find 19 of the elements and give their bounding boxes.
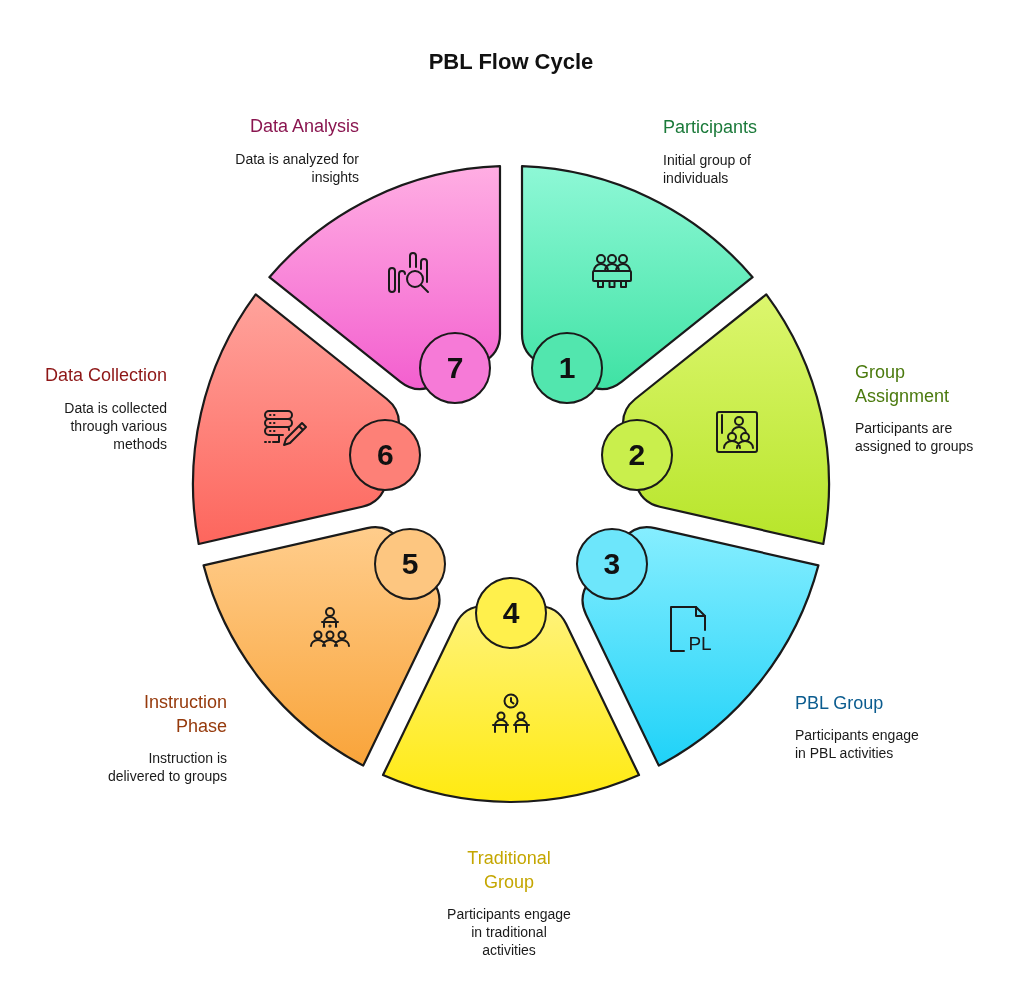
step-number: 4 xyxy=(475,577,547,649)
step-title: Participants xyxy=(663,116,758,139)
step-number: 3 xyxy=(575,528,648,601)
step-title: Data Collection xyxy=(44,364,167,387)
step-description: Participants engage in PBL activities xyxy=(795,726,920,762)
step-title: Group Assignment xyxy=(855,361,951,408)
step-description: Data is analyzed for insights xyxy=(234,150,359,186)
step-title: Data Analysis xyxy=(249,115,359,138)
step-title: PBL Group xyxy=(795,692,884,715)
step-description: Participants engage in traditional activities xyxy=(446,905,572,959)
step-description: Participants are assigned to groups xyxy=(855,419,975,455)
icon-text: PL xyxy=(688,633,712,653)
diagram-title: PBL Flow Cycle xyxy=(428,48,594,76)
step-description: Initial group of individuals xyxy=(663,151,752,187)
step-description: Instruction is delivered to groups xyxy=(106,749,227,785)
step-title: Traditional Group xyxy=(466,847,552,894)
step-title: Instruction Phase xyxy=(142,691,227,738)
step-number: 2 xyxy=(600,419,673,492)
step-description: Data is collected through various methods xyxy=(63,399,167,453)
